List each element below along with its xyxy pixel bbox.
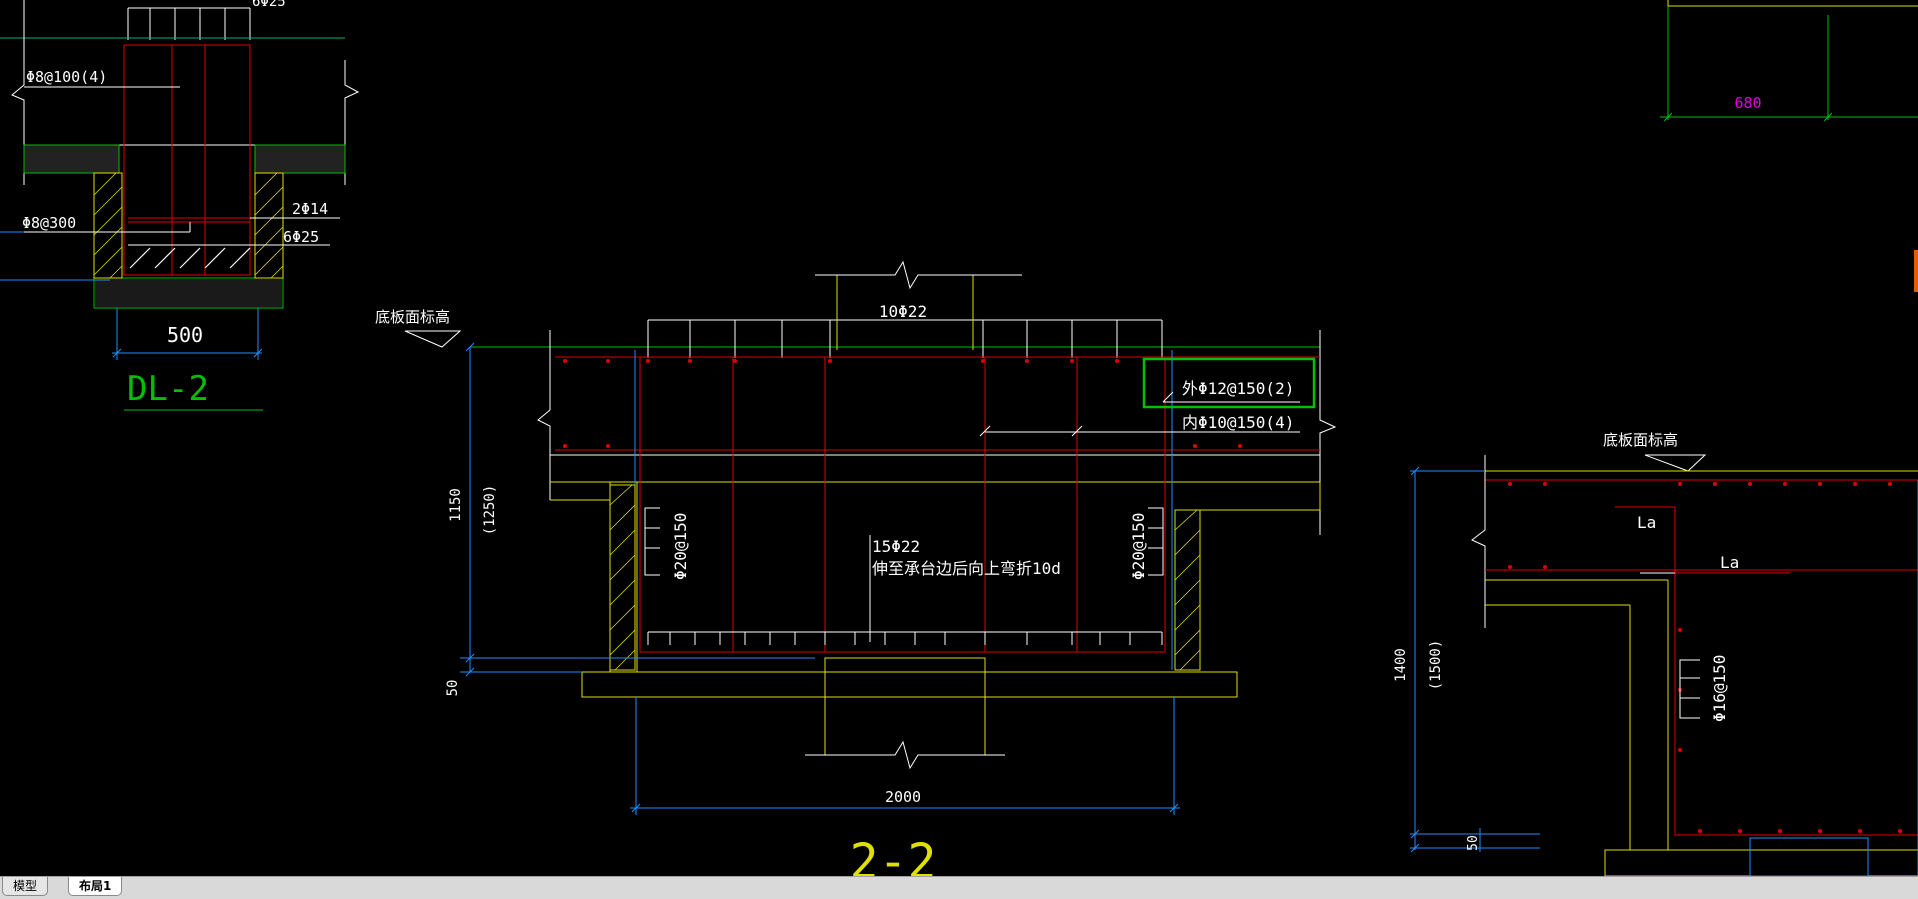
section22-inner-bar: 内Φ10@150(4) [1182, 413, 1294, 432]
right-detail: 底板面标高 La La [1393, 431, 1918, 876]
cad-drawing-canvas[interactable]: 680 6Φ25 [0, 0, 1918, 876]
right-side-bar: Φ16@150 [1710, 655, 1729, 722]
section22-bottom-rebar: 15Φ22 [872, 537, 920, 556]
dl2-top-cut-label: 6Φ25 [252, 0, 286, 10]
section22-height-dim-paren: (1250) [482, 485, 498, 536]
selection-highlight-box[interactable] [1142, 357, 1316, 409]
right-cushion-dim: 50 [1466, 835, 1481, 851]
section22-left-side-bar: Φ20@150 [671, 513, 690, 580]
tab-layout1[interactable]: 布局1 [68, 877, 123, 896]
section22-bottom-note: 伸至承台边后向上弯折10d [872, 559, 1061, 578]
scroll-marker[interactable] [1914, 250, 1918, 292]
section22-right-side-bar: Φ20@150 [1129, 513, 1148, 580]
section22-top-rebar: 10Φ22 [879, 302, 927, 321]
section22-title: 2-2 [850, 834, 937, 876]
top-right-partial-detail: 680 [1660, 0, 1918, 122]
section-2-2: 底板面标高 10Φ22 [375, 260, 1337, 876]
tab-model[interactable]: 模型 [2, 877, 49, 896]
dl2-bottom-bar-label: 6Φ25 [283, 228, 319, 246]
dl2-stirrup-label: Φ8@100(4) [26, 68, 107, 86]
section22-outer-bar: 外Φ12@150(2) [1182, 379, 1294, 398]
section22-width-dim: 2000 [885, 788, 921, 806]
section22-level-label: 底板面标高 [375, 308, 450, 326]
section22-cushion-dim: 50 [445, 680, 461, 697]
right-la-top: La [1637, 513, 1656, 532]
dl2-detail: 6Φ25 [0, 0, 360, 411]
layout-tab-bar: 模型 布局1 [0, 876, 1918, 899]
top-right-dim-label: 680 [1734, 94, 1761, 112]
right-level-label: 底板面标高 [1603, 431, 1678, 449]
dl2-width-dim: 500 [167, 323, 203, 347]
dl2-title: DL-2 [127, 369, 209, 409]
right-height-dim-paren: (1500) [1428, 640, 1444, 691]
right-la-mid: La [1720, 553, 1739, 572]
dl2-side-bar-label: Φ8@300 [22, 214, 76, 232]
right-height-dim: 1400 [1393, 648, 1409, 682]
section22-height-dim: 1150 [448, 488, 464, 522]
dl2-top-bar-label: 2Φ14 [292, 200, 328, 218]
